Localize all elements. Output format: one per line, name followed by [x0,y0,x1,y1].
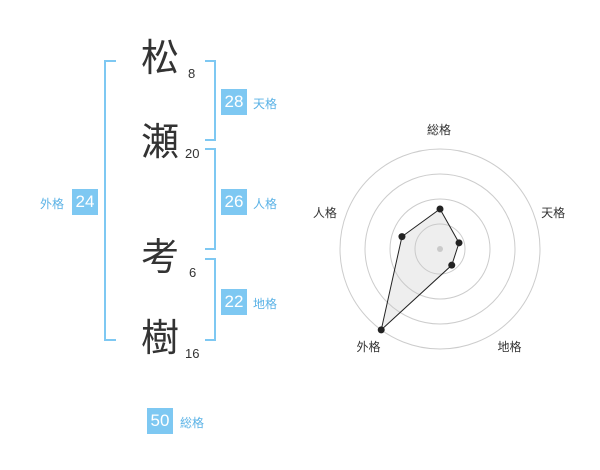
gaikaku-value: 24 [72,189,98,215]
tenkaku-value: 28 [221,89,247,115]
tenkaku-label: 天格 [253,97,278,111]
radar-axis-label: 地格 [497,340,522,355]
chikaku-label: 地格 [253,297,278,311]
radar-polygon [380,208,460,332]
soukaku-label: 総格 [180,416,205,430]
soukaku-value: 50 [147,408,173,434]
kanji-1: 松 [141,36,180,80]
kanji-2: 瀬 [141,120,180,164]
gaikaku-label: 外格 [40,197,65,211]
radar-point [398,233,406,241]
chikaku-bracket [205,258,216,341]
radar-point [436,205,444,213]
radar-ring [364,173,516,325]
radar-ring [389,198,491,300]
jinkaku-bracket [205,148,216,250]
chikaku-value: 22 [221,289,247,315]
radar-axis-label: 総格 [427,123,452,137]
radar-axis-label: 天格 [541,205,566,220]
kanji-1-strokes: 8 [188,66,196,81]
tenkaku-bracket [205,60,216,141]
radar-axis-label: 人格 [312,205,337,220]
radar-point [455,239,463,247]
gaikaku-bracket [104,60,116,341]
kanji-2-strokes: 20 [185,146,200,161]
radar-ring [339,148,541,350]
radar-center [437,246,443,252]
kanji-4: 樹 [141,316,180,360]
radar-ring [414,223,466,275]
radar-point [448,261,456,269]
kanji-3: 考 [141,235,180,279]
jinkaku-label: 人格 [253,197,278,211]
kanji-3-strokes: 6 [189,265,197,280]
jinkaku-value: 26 [221,189,247,215]
radar-point [377,326,385,334]
radar-axis-label: 外格 [356,340,381,355]
kanji-4-strokes: 16 [185,346,200,361]
